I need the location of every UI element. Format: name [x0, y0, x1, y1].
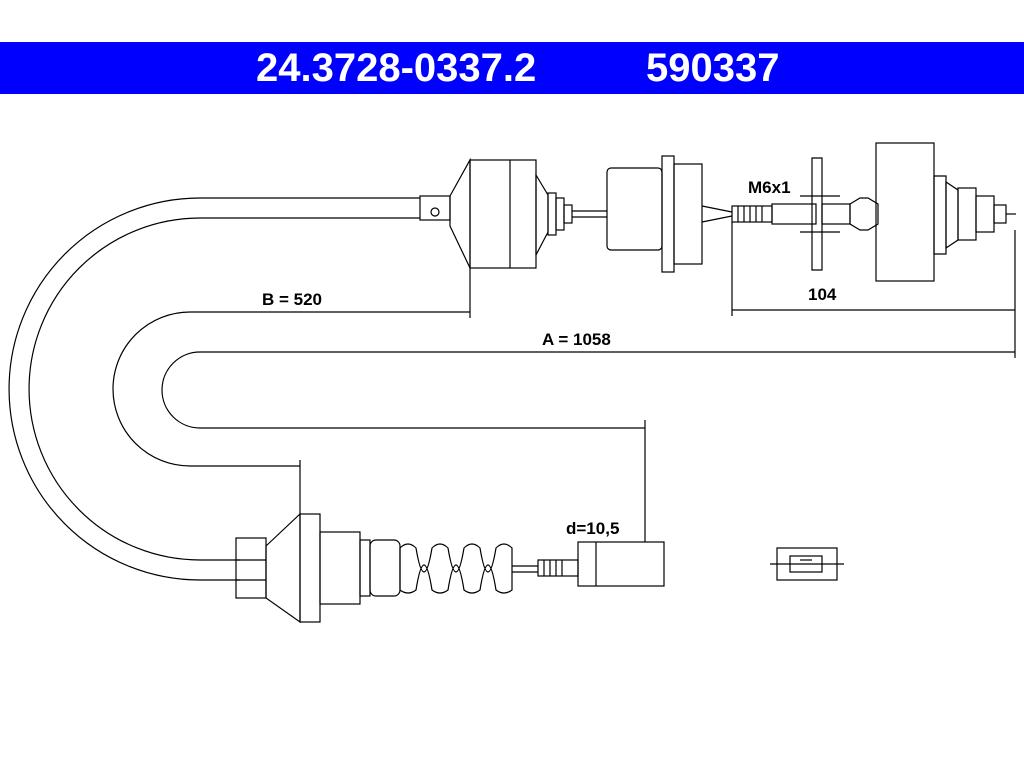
- pivot-hole-icon: [430, 207, 440, 217]
- dimension-lines: [299, 222, 1016, 542]
- thread-label: M6x1: [748, 178, 791, 197]
- length-a-label: A = 1058: [542, 330, 611, 349]
- cable-sheath: [8, 197, 420, 581]
- end-length-label: 104: [808, 285, 837, 304]
- dimension-path: [112, 311, 1015, 467]
- cross-section-icon: [770, 547, 844, 581]
- diameter-label: d=10,5: [566, 519, 619, 538]
- part-number: 24.3728-0337.2: [256, 46, 537, 90]
- title-bar: 24.3728-0337.2 590337: [0, 42, 1024, 94]
- bottom-end-fitting: [235, 512, 665, 624]
- top-end-fitting: [419, 142, 1016, 282]
- reference-number: 590337: [646, 46, 780, 90]
- length-b-label: B = 520: [262, 290, 322, 309]
